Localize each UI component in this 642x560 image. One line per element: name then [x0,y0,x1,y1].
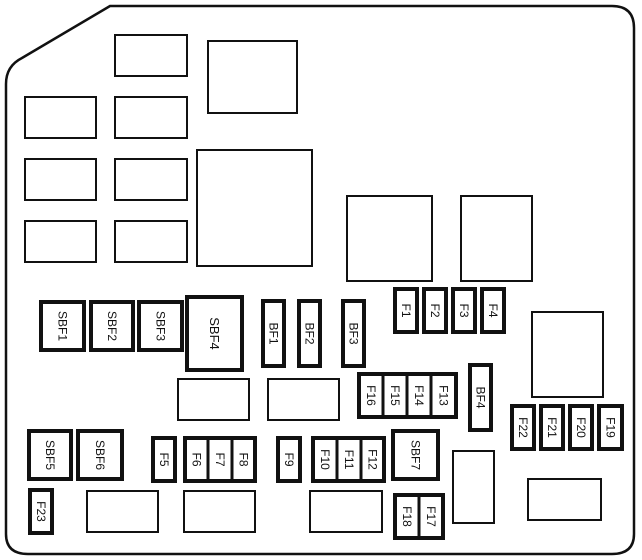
relay-slot-right [531,311,604,398]
f6-label: F6 [190,452,204,466]
f20-fuse [568,404,594,451]
f13-label: F13 [437,385,451,406]
f3-label: F3 [457,303,471,317]
empty-slot-6 [452,450,495,524]
f5-fuse [151,436,177,483]
f15-label: F15 [388,385,402,406]
fuse-block-f10-f12: F10 F11 F12 [311,436,386,483]
sbf5-label: SBF5 [43,440,57,470]
sbf5-fuse [27,429,73,481]
sbf-row-upper: SBF1 SBF2 SBF3 SBF4 [39,295,244,372]
f22-fuse [510,404,536,451]
relay-slot-mid-1 [346,195,433,282]
f2-fuse [422,287,448,334]
sbf7-label: SBF7 [409,440,423,470]
f9-fuse [276,436,302,483]
relay-slot-left-3 [24,158,97,201]
sbf2-label: SBF2 [105,311,119,341]
f1-fuse [393,287,419,334]
f5-label: F5 [157,452,171,466]
relay-slot-left-1 [24,96,97,139]
f19-label: F19 [604,417,618,438]
empty-slot-3 [86,490,159,533]
fuse-group-f1-f4: F1 F2 F3 F4 [393,287,506,334]
sbf3-fuse [137,300,184,352]
sbf4-fuse [185,295,244,372]
relay-slot-left-6 [114,220,188,263]
f1-label: F1 [399,303,413,317]
f7-label: F7 [213,452,227,466]
sbf6-fuse [76,429,124,481]
bf4-fuse [468,363,493,432]
sbf7-fuse [391,429,440,481]
sbf6-label: SBF6 [93,440,107,470]
f21-fuse [539,404,565,451]
sbf3-label: SBF3 [154,311,168,341]
relay-slot-mid-2 [460,195,533,282]
bf3-label: BF3 [347,322,361,344]
f23-label: F23 [34,501,48,522]
relay-slot-left-4 [114,158,188,201]
fuse-block-f6-f8-frame [183,436,257,483]
f2-label: F2 [428,303,442,317]
f12-label: F12 [366,449,380,470]
f16-label: F16 [364,385,378,406]
bf1-label: BF1 [267,322,281,344]
bf2-fuse [297,299,322,368]
f17-label: F17 [424,506,438,527]
sbf2-fuse [89,300,135,352]
empty-slot-5 [309,490,383,533]
fuse-block-f13-f16: F16 F15 F14 F13 [357,372,458,419]
f22-label: F22 [516,417,530,438]
bf-fuses: BF1 BF2 BF3 BF4 [261,299,493,432]
f8-label: F8 [237,452,251,466]
bf3-fuse [341,299,366,368]
f14-label: F14 [412,385,426,406]
f3-fuse [451,287,477,334]
f4-fuse [480,287,506,334]
fuse-block-f10-f12-frame [311,436,386,483]
empty-slot-2 [267,378,340,421]
empty-slot-7 [527,478,602,521]
f4-label: F4 [486,303,500,317]
relay-slot-large [196,149,313,267]
fuse-block-f17-f18: F18 F17 [393,493,445,540]
relay-slot-top-1 [114,34,188,77]
f21-label: F21 [545,417,559,438]
relay-slot-top-2 [207,40,298,114]
f9-label: F9 [282,452,296,466]
sbf1-fuse [39,300,86,352]
bf2-label: BF2 [303,322,317,344]
sbf-row-lower: SBF5 SBF6 SBF7 [27,429,440,481]
f23-fuse [28,488,54,535]
sbf4-label: SBF4 [207,317,222,350]
fuse-block-f6-f8: F6 F7 F8 [183,436,257,483]
f18-label: F18 [400,506,414,527]
relay-slot-left-2 [114,96,188,139]
sbf1-label: SBF1 [56,311,70,341]
bf4-label: BF4 [474,386,488,408]
empty-slot-1 [177,378,250,421]
f10-label: F10 [318,449,332,470]
fuse-group-f19-f22: F22 F21 F20 F19 [510,404,624,451]
f11-label: F11 [342,450,356,470]
empty-slot-4 [183,490,256,533]
relay-slot-left-5 [24,220,97,263]
bf1-fuse [261,299,286,368]
f20-label: F20 [574,417,588,438]
f19-fuse [597,404,624,451]
